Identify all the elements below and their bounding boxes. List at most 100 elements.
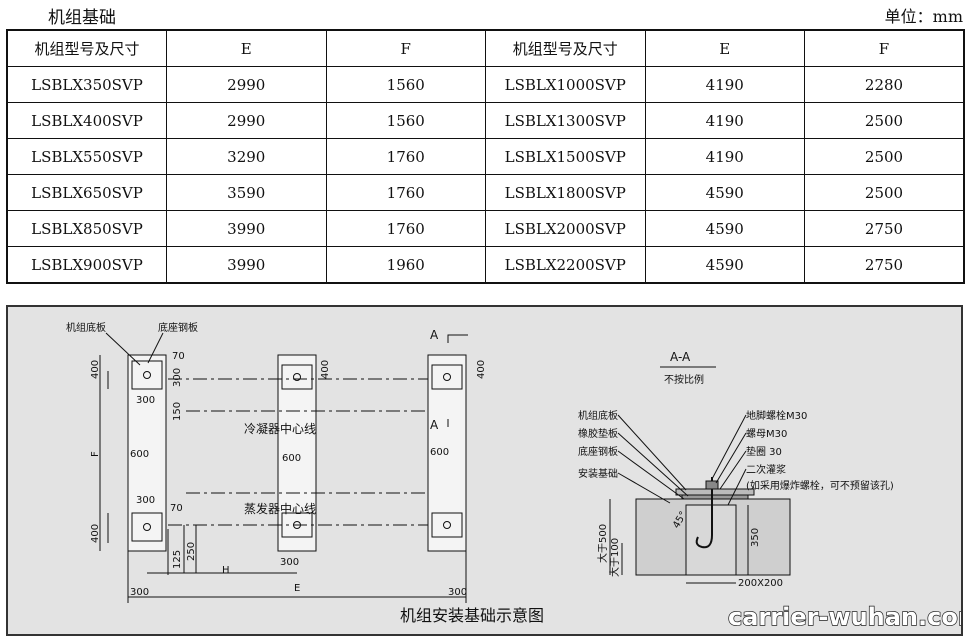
dim-600-a: 600 [130, 449, 149, 460]
dim-400-a: 400 [90, 360, 101, 379]
dim-e: E [294, 583, 300, 594]
table-cell: LSBLX2000SVP [485, 210, 646, 247]
dim-200x200: 200X200 [738, 578, 783, 589]
spec-table: 机组型号及尺寸 E F 机组型号及尺寸 E F LSBLX350SVP 2990… [6, 29, 965, 284]
label-base-steel: 底座钢板 [158, 321, 198, 334]
leader-line [105, 332, 141, 366]
table-cell: 4590 [644, 174, 805, 211]
base-plate [131, 512, 163, 542]
table-row: LSBLX900SVP 3990 1960 LSBLX2200SVP 4590 … [6, 246, 965, 284]
section-title: A-A [670, 350, 691, 364]
left-pedestal [127, 354, 167, 552]
table-cell: 4590 [644, 210, 805, 247]
section-labels: A-A 不按比例 机组底板 橡胶垫板 底座钢板 安装基础 地脚螺栓M30 螺母M… [578, 350, 894, 589]
section-view [609, 366, 791, 584]
label-unit-base-plate: 机组底板 [578, 409, 618, 422]
bolt-hole [143, 523, 151, 531]
table-row: LSBLX650SVP 3590 1760 LSBLX1800SVP 4590 … [6, 174, 965, 211]
foundation-drawing-panel: 机组底板 底座钢板 70 300 300 400 400 400 150 冷凝器… [6, 305, 963, 636]
dim-h: H [222, 565, 230, 576]
unit-label: 单位：mm [884, 7, 963, 26]
column-header: F [804, 29, 965, 67]
dim-150: 150 [172, 402, 183, 421]
dim-300-b: 300 [172, 368, 183, 387]
table-cell: 1560 [325, 102, 486, 139]
leader-line [617, 450, 685, 500]
table-cell: 1560 [325, 66, 486, 103]
table-cell: 1760 [325, 174, 486, 211]
table-row: LSBLX550SVP 3290 1760 LSBLX1500SVP 4190 … [6, 138, 965, 175]
leader-line [715, 432, 747, 484]
dim-350: 350 [750, 528, 761, 547]
table-cell: 2500 [804, 102, 965, 139]
table-cell: 1760 [325, 210, 486, 247]
label-grout: 二次灌浆 [746, 463, 786, 476]
table-cell: LSBLX550SVP [6, 138, 167, 175]
base-plate [431, 512, 463, 538]
table-cell: 4190 [644, 102, 805, 139]
bolt-hole [143, 371, 151, 379]
label-anchor-bolt: 地脚螺栓M30 [746, 409, 807, 422]
dim-70-top: 70 [172, 351, 185, 362]
watermark: carrier-wuhan.com [728, 603, 961, 631]
table-cell: 2750 [804, 246, 965, 284]
label-foundation: 安装基础 [578, 467, 618, 480]
label-unit-base: 机组底板 [66, 321, 106, 334]
table-cell: 2990 [166, 102, 327, 139]
dim-f: F [90, 451, 101, 457]
table-cell: 1760 [325, 138, 486, 175]
bolt-hole [443, 373, 451, 381]
right-pedestal [427, 354, 467, 552]
base-plate [431, 364, 463, 390]
dim-300-c: 300 [136, 495, 155, 506]
leader-line [617, 432, 689, 497]
table-cell: 3990 [166, 210, 327, 247]
column-header: F [325, 29, 486, 67]
dim-600-c: 600 [430, 447, 449, 458]
column-header: E [644, 29, 805, 67]
table-cell: LSBLX1500SVP [485, 138, 646, 175]
table-cell: LSBLX2200SVP [485, 246, 646, 284]
table-cell: LSBLX350SVP [6, 66, 167, 103]
table-cell: LSBLX1800SVP [485, 174, 646, 211]
bolt-hole [443, 521, 451, 529]
table-cell: LSBLX900SVP [6, 246, 167, 284]
plan-labels: 机组底板 底座钢板 70 300 300 400 400 400 150 冷凝器… [66, 321, 487, 598]
dim-250: 250 [186, 542, 197, 561]
label-nut: 螺母M30 [746, 428, 787, 440]
column-header: 机组型号及尺寸 [6, 29, 167, 67]
anchor-hook [695, 534, 713, 549]
table-cell: 3290 [166, 138, 327, 175]
dim-400-c: 400 [476, 360, 487, 379]
dim-125: 125 [172, 550, 183, 569]
label-base-steel-plate: 底座钢板 [578, 445, 618, 458]
dim-300-f: 300 [448, 587, 467, 598]
leader-line [617, 472, 671, 504]
unit-base-plate [675, 488, 755, 496]
table-row: LSBLX850SVP 3990 1760 LSBLX2000SVP 4590 … [6, 210, 965, 247]
dim-400-b: 400 [320, 360, 331, 379]
section-arrow [447, 334, 468, 343]
dim-70-bottom: 70 [170, 503, 183, 514]
section-mark-a1: A [430, 328, 439, 342]
rubber-pad [681, 494, 749, 500]
table-cell: LSBLX400SVP [6, 102, 167, 139]
table-cell: 3990 [166, 246, 327, 284]
foundation-drawing: 机组底板 底座钢板 70 300 300 400 400 400 150 冷凝器… [66, 321, 961, 632]
plan-view [99, 332, 468, 603]
label-washer: 垫圈 30 [746, 445, 782, 458]
table-cell: 4590 [644, 246, 805, 284]
dim-100: 大于100 [608, 538, 621, 577]
table-row: LSBLX400SVP 2990 1560 LSBLX1300SVP 4190 … [6, 102, 965, 139]
label-grout-note: (如采用爆炸螺栓，可不预留该孔) [746, 479, 894, 492]
table-cell: 4190 [644, 66, 805, 103]
middle-pedestal [277, 354, 317, 552]
leader-line [617, 414, 687, 491]
section-mark-a2: A [430, 418, 439, 432]
dim-300-e: 300 [130, 587, 149, 598]
table-cell: LSBLX850SVP [6, 210, 167, 247]
leader-line [727, 468, 747, 506]
table-cell: 4190 [644, 138, 805, 175]
table-cell: LSBLX650SVP [6, 174, 167, 211]
table-cell: 1960 [325, 246, 486, 284]
